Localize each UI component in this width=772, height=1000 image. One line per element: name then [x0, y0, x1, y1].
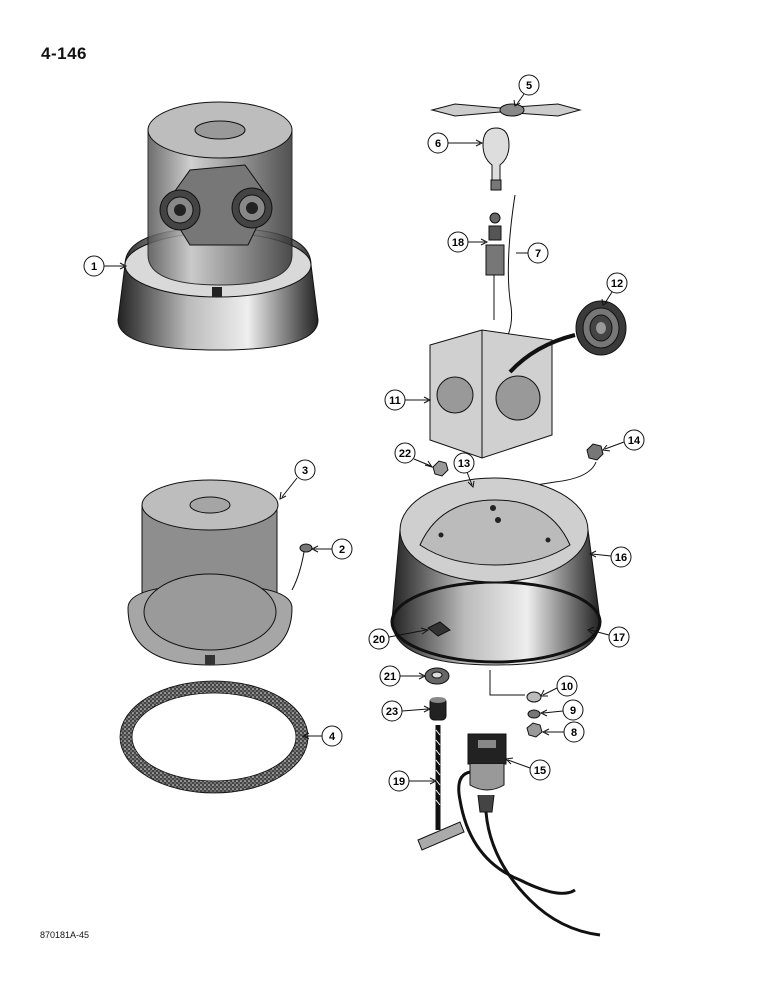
- lockwasher-9: [527, 709, 541, 719]
- callout-13: 13: [453, 452, 475, 489]
- callout-3-label: 3: [302, 465, 308, 477]
- callout-2-label: 2: [339, 544, 345, 556]
- callout-20-label: 20: [373, 634, 385, 646]
- callout-6: 6: [427, 132, 484, 154]
- callout-23: 23: [381, 700, 432, 722]
- base-housing: [390, 477, 602, 666]
- gasket: [120, 681, 308, 793]
- knob-23: [429, 697, 447, 721]
- callout-19-label: 19: [393, 776, 405, 788]
- callout-22: 22: [394, 442, 434, 468]
- figure-code: 870181A-45: [40, 930, 90, 940]
- callout-5-label: 5: [526, 80, 532, 92]
- page-number: 4-146: [41, 44, 87, 63]
- callout-14: 14: [602, 429, 645, 452]
- bulb-socket: [485, 212, 505, 320]
- bulb: [482, 127, 510, 191]
- callout-17: 17: [587, 626, 630, 648]
- callout-3: 3: [279, 459, 316, 500]
- callout-9: 9: [539, 699, 584, 721]
- callout-22-label: 22: [399, 448, 411, 460]
- wrench: [430, 103, 582, 117]
- callout-5: 5: [513, 74, 540, 107]
- callout-16-label: 16: [615, 552, 627, 564]
- callout-4: 4: [301, 725, 343, 747]
- motor-15: [457, 733, 601, 937]
- callout-17-label: 17: [613, 632, 625, 644]
- t-bolt-19: [417, 725, 465, 851]
- callout-23-label: 23: [386, 706, 398, 718]
- callout-8: 8: [541, 721, 585, 743]
- callout-6-label: 6: [435, 138, 441, 150]
- callout-7: 7: [516, 242, 549, 264]
- callout-1: 1: [83, 255, 128, 277]
- callout-2: 2: [310, 538, 353, 560]
- callout-21-label: 21: [384, 671, 396, 683]
- washer-10: [526, 691, 542, 703]
- lens-dome: [127, 479, 293, 666]
- callout-8-label: 8: [571, 727, 577, 739]
- callout-15: 15: [504, 757, 551, 781]
- reflector-lens: [575, 300, 627, 356]
- callout-10: 10: [540, 675, 578, 697]
- lens-screw: [291, 543, 313, 591]
- callout-18-label: 18: [452, 237, 464, 249]
- callout-15-label: 15: [534, 765, 546, 777]
- callout-12: 12: [601, 272, 628, 306]
- callout-18: 18: [447, 231, 489, 253]
- callout-14-label: 14: [628, 435, 641, 447]
- nut-22: [432, 460, 449, 477]
- callout-11: 11: [384, 389, 432, 411]
- nut-14: [586, 443, 604, 461]
- callout-1-label: 1: [91, 261, 97, 273]
- callout-13-label: 13: [458, 458, 470, 470]
- callout-21: 21: [379, 665, 427, 687]
- callout-10-label: 10: [561, 681, 573, 693]
- reflector-bracket: [429, 329, 576, 459]
- callout-19: 19: [388, 770, 438, 792]
- lead-wire: [507, 194, 516, 336]
- clip-20: [427, 621, 451, 637]
- callout-20: 20: [368, 627, 430, 650]
- callout-9-label: 9: [570, 705, 576, 717]
- grommet-21: [424, 667, 450, 685]
- callout-11-label: 11: [389, 395, 401, 407]
- callout-16: 16: [588, 546, 632, 568]
- callout-4-label: 4: [329, 731, 336, 743]
- beacon-assembly: [117, 101, 319, 351]
- callout-12-label: 12: [611, 278, 623, 290]
- nut-8: [526, 722, 543, 738]
- callout-7-label: 7: [535, 248, 541, 260]
